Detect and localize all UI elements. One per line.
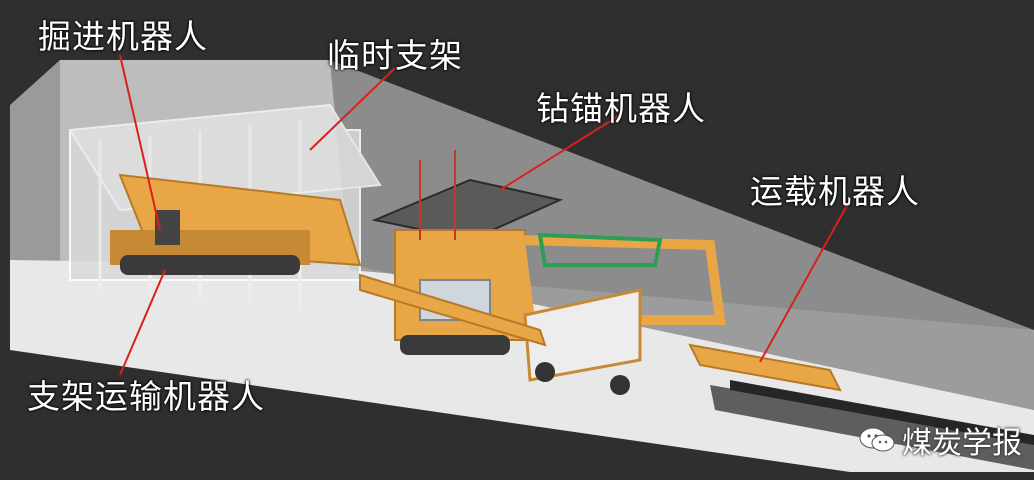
carrier-robot [514,232,726,395]
label-carrier-robot: 运载机器人 [750,172,920,211]
tunnel-left-wall [10,60,60,290]
leader-temp-support [309,67,396,151]
support-transport-robot [359,273,1034,470]
leader-lines [119,54,851,376]
excavator-robot [110,173,362,275]
label-temporary-support: 临时支架 [327,36,463,75]
watermark-text: 煤炭学报 [902,426,1022,461]
leader-carrier [759,199,851,363]
leader-excavator [119,54,161,231]
wechat-icon [859,427,895,452]
leader-support-transport [119,269,166,376]
label-support-transport-robot: 支架运输机器人 [27,377,265,416]
watermark: 煤炭学报 [858,418,1022,462]
leader-drill-anchor [499,114,621,191]
label-drill-anchor-robot: 钻锚机器人 [536,89,706,128]
label-excavator-robot: 掘进机器人 [38,17,208,56]
